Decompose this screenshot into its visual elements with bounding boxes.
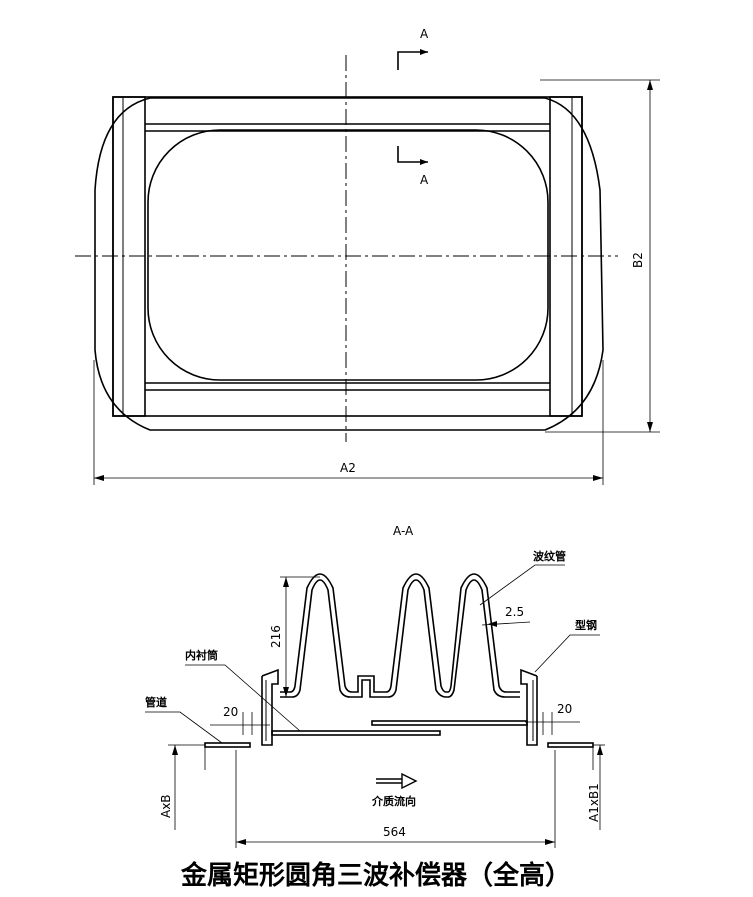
section-arrow-top: [420, 49, 428, 55]
right-steel-angle: [520, 668, 538, 746]
liner-lower: [271, 730, 441, 736]
section-mark-bottom: [397, 146, 428, 163]
axb-label: AxB: [159, 794, 173, 818]
a2-arrow-left: [94, 475, 104, 481]
inner-rounded-opening: [147, 129, 549, 381]
steel-leader: [534, 634, 600, 673]
section-title: A-A: [393, 524, 414, 538]
a2-arrow-right: [593, 475, 603, 481]
b2-label: B2: [631, 252, 645, 268]
b2-arrow-top: [647, 80, 653, 90]
dim216-arrow-bottom: [283, 687, 289, 697]
section-view: A-A 216 波纹管 2.5 型钢: [145, 524, 605, 848]
bellows-leader: [479, 564, 565, 606]
drawing-title: 金属矩形圆角三波补偿器（全高）: [180, 860, 571, 891]
pipe-label: 管道: [145, 695, 167, 709]
dim564-arrow-right: [545, 839, 555, 845]
dim216-arrow-top: [283, 577, 289, 587]
section-label-top: A: [420, 27, 429, 41]
liner-leader: [185, 664, 301, 732]
a2-label: A2: [340, 461, 356, 475]
section-label-bottom: A: [420, 173, 429, 187]
bellows-inner: [280, 573, 520, 693]
bellows-outer: [280, 579, 520, 698]
thickness-arrow: [488, 621, 497, 627]
plan-view: A A B2 A2: [75, 27, 660, 485]
dim564-arrow-left: [236, 839, 246, 845]
section-arrow-bottom: [420, 159, 428, 165]
flow-arrow-head: [401, 772, 418, 790]
liner-label: 内衬筒: [185, 648, 218, 662]
liner-upper: [371, 720, 528, 726]
flange-right-label: 20: [557, 702, 572, 716]
axb-arrow: [172, 745, 178, 755]
dim564-label: 564: [383, 825, 406, 839]
thickness-label: 2.5: [505, 605, 524, 619]
steel-label: 型钢: [575, 618, 597, 632]
a1b1-arrow: [597, 745, 603, 755]
dim216-label: 216: [269, 625, 283, 648]
flow-label: 介质流向: [371, 794, 416, 808]
left-steel-angle: [261, 668, 279, 746]
pipe-left: [204, 742, 251, 748]
thickness-leader: [481, 621, 531, 626]
outer-rounded-outline: [94, 97, 604, 431]
b2-arrow-bottom: [647, 422, 653, 432]
pipe-leader: [145, 711, 223, 744]
section-mark-top: [397, 51, 428, 70]
bellows-label: 波纹管: [533, 549, 566, 563]
pipe-right: [547, 742, 594, 748]
flange-left-label: 20: [223, 705, 238, 719]
a1b1-label: A1xB1: [587, 783, 601, 822]
